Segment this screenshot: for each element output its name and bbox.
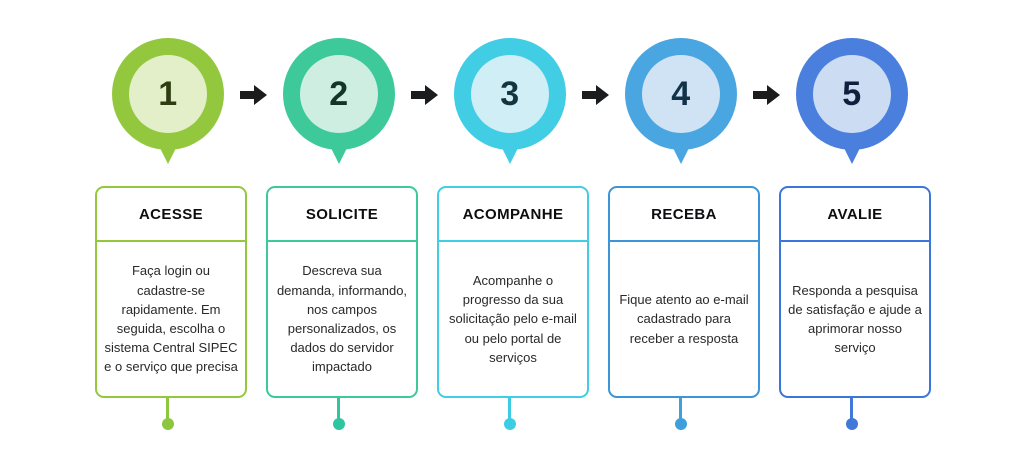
step-card-header: ACESSE (97, 188, 245, 242)
step-connector-dot (504, 418, 516, 430)
step-connector-dot (333, 418, 345, 430)
step-connector-stem (508, 398, 511, 422)
step-card[interactable]: RECEBA Fique atento ao e-mail cadastrado … (608, 186, 760, 398)
step-card-header: AVALIE (781, 188, 929, 242)
step-connector-dot (846, 418, 858, 430)
step-card-body: Acompanhe o progresso da sua solicitação… (439, 242, 587, 396)
step-number: 5 (842, 75, 862, 113)
pin-outer-ring: 4 (625, 38, 737, 150)
step-card-description: Fique atento ao e-mail cadastrado para r… (619, 292, 749, 346)
step-card-title: RECEBA (651, 205, 717, 223)
step-card-header: ACOMPANHE (439, 188, 587, 242)
step-card[interactable]: SOLICITE Descreva sua demanda, informando… (266, 186, 418, 398)
step-card-title: AVALIE (827, 205, 883, 223)
step-card-header: RECEBA (610, 188, 758, 242)
pin-outer-ring: 2 (283, 38, 395, 150)
step-card-title: SOLICITE (305, 205, 379, 223)
step-card-title: ACOMPANHE (462, 205, 564, 223)
step-card-body: Fique atento ao e-mail cadastrado para r… (610, 242, 758, 396)
step-card-description: Faça login ou cadastre-se rapidamente. E… (104, 263, 238, 375)
pin-outer-ring: 5 (796, 38, 908, 150)
step-pin-marker[interactable]: 5 (796, 38, 908, 170)
pin-marker-row: 1 2 3 4 5 (0, 0, 1024, 180)
step-card-header: SOLICITE (268, 188, 416, 242)
right-arrow-icon (237, 80, 271, 110)
step-card-body: Faça login ou cadastre-se rapidamente. E… (97, 242, 245, 396)
step-number: 1 (158, 75, 178, 113)
pin-inner-circle: 5 (813, 55, 891, 133)
pin-inner-circle: 2 (300, 55, 378, 133)
step-connector-dot (162, 418, 174, 430)
step-card[interactable]: ACOMPANHE Acompanhe o progresso da sua so… (437, 186, 589, 398)
step-card[interactable]: AVALIE Responda a pesquisa de satisfação … (779, 186, 931, 398)
step-card-description: Descreva sua demanda, informando, nos ca… (276, 263, 408, 375)
right-arrow-icon (750, 80, 784, 110)
step-pin-marker[interactable]: 2 (283, 38, 395, 170)
pin-outer-ring: 1 (112, 38, 224, 150)
pin-inner-circle: 3 (471, 55, 549, 133)
step-card-description: Responda a pesquisa de satisfação e ajud… (788, 282, 922, 356)
step-number: 2 (329, 75, 349, 113)
step-card-body: Responda a pesquisa de satisfação e ajud… (781, 242, 929, 396)
step-card[interactable]: ACESSE Faça login ou cadastre-se rapidame… (95, 186, 247, 398)
right-arrow-icon (579, 80, 613, 110)
step-pin-marker[interactable]: 3 (454, 38, 566, 170)
step-card-description: Acompanhe o progresso da sua solicitação… (449, 272, 577, 365)
step-number: 4 (671, 75, 691, 113)
step-connector-stem (166, 398, 169, 422)
step-number: 3 (500, 75, 520, 113)
step-connector-stem (679, 398, 682, 422)
right-arrow-icon (408, 80, 442, 110)
step-pin-marker[interactable]: 1 (112, 38, 224, 170)
step-card-body: Descreva sua demanda, informando, nos ca… (268, 242, 416, 396)
step-card-title: ACESSE (138, 205, 204, 223)
pin-inner-circle: 1 (129, 55, 207, 133)
pin-inner-circle: 4 (642, 55, 720, 133)
step-pin-marker[interactable]: 4 (625, 38, 737, 170)
step-connector-dot (675, 418, 687, 430)
step-connector-stem (850, 398, 853, 422)
step-connector-stem (337, 398, 340, 422)
pin-outer-ring: 3 (454, 38, 566, 150)
